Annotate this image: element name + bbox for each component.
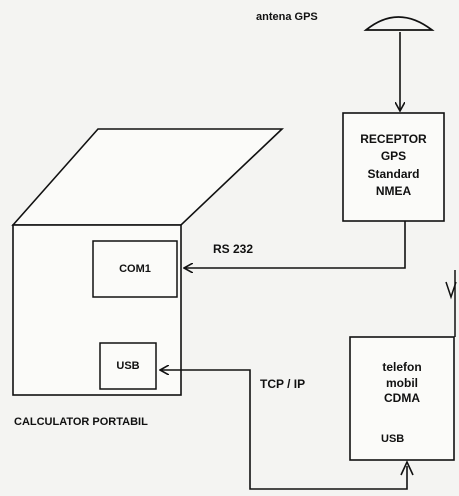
antenna-dome-icon	[366, 17, 432, 30]
receiver-line-3: Standard	[343, 166, 444, 183]
receiver-line-2: GPS	[343, 148, 444, 165]
receiver-line-4: NMEA	[343, 183, 444, 200]
phone-line-3: CDMA	[350, 391, 454, 407]
laptop-caption: CALCULATOR PORTABIL	[14, 416, 148, 430]
com1-label: COM1	[93, 263, 177, 277]
laptop-usb-label: USB	[100, 360, 156, 374]
receiver-line-1: RECEPTOR	[343, 131, 444, 148]
phone-line-2: mobil	[350, 376, 454, 392]
laptop-lid	[13, 129, 282, 225]
receiver-label: RECEPTOR GPS Standard NMEA	[343, 131, 444, 201]
rs232-label: RS 232	[213, 242, 253, 257]
phone-label: telefon mobil CDMA	[350, 360, 454, 407]
antenna-label: antena GPS	[256, 11, 318, 25]
tcpip-label: TCP / IP	[260, 377, 305, 392]
phone-usb-label: USB	[381, 433, 404, 447]
phone-line-1: telefon	[350, 360, 454, 376]
